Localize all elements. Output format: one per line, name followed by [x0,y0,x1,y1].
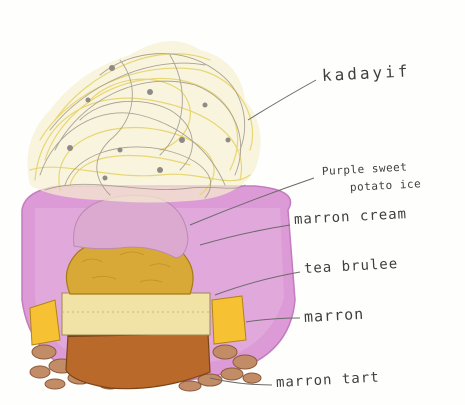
tea-brulee-layer [62,293,210,335]
marron-piece-right [212,296,246,344]
label-marron: marron [304,305,365,326]
leader-kadayif [248,80,316,120]
kadayif-nest [28,41,261,202]
marron-piece-left [30,300,60,345]
